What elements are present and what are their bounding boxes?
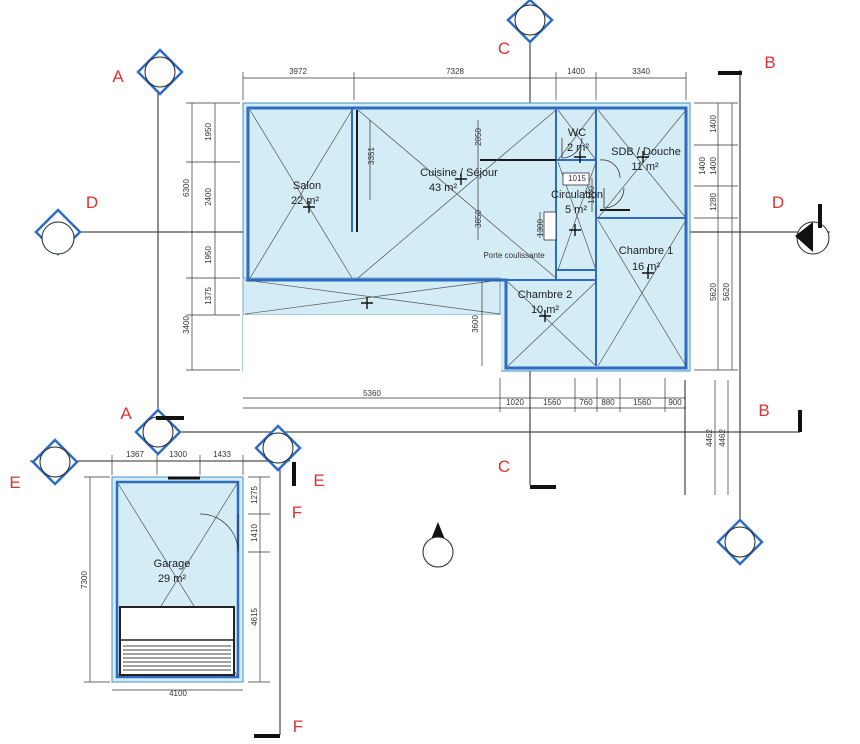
- room-sdb-area: 11 m²: [631, 161, 659, 173]
- dim-bottom-5: 1560: [633, 398, 651, 407]
- room-wc-area: 2 m²: [567, 142, 589, 154]
- dim-garage-right-3: 4615: [250, 608, 259, 626]
- dim-right-2: 1400: [709, 157, 718, 175]
- dim-top-2: 7328: [446, 67, 464, 76]
- garage-labels: Garage 29 m²: [154, 558, 191, 585]
- room-sdb-name: SDB / Douche: [611, 146, 681, 158]
- section-marker-b-bottom[interactable]: [716, 518, 764, 566]
- section-markers: [31, 0, 830, 568]
- dim-bottom-2: 1560: [543, 398, 561, 407]
- grid-label-b-top: B: [764, 53, 775, 72]
- dim-bottom-3: 760: [579, 398, 593, 407]
- dim-top-4: 3340: [632, 67, 650, 76]
- dim-bottom-4: 880: [601, 398, 615, 407]
- room-chambre2-area: 10 m²: [531, 304, 559, 316]
- grid-labels: A A B B C C D D E E F F: [9, 39, 784, 736]
- grid-label-e-left: E: [9, 473, 20, 492]
- porte-coulissante-note: Porte coulissante: [483, 251, 545, 260]
- room-garage-name: Garage: [154, 558, 191, 570]
- dim-left-upper-3: 1950: [204, 246, 213, 264]
- dim-inner-6: 1300: [536, 219, 545, 237]
- dim-inner-4: 1015: [568, 174, 586, 183]
- section-marker-c-top[interactable]: [506, 0, 554, 44]
- section-line-ends: [156, 71, 822, 738]
- room-circulation-area: 5 m²: [565, 204, 587, 216]
- section-marker-a-top[interactable]: [136, 48, 184, 96]
- dim-inner-3: 3850: [474, 210, 483, 228]
- dim-garage-top-2: 1300: [169, 450, 187, 459]
- dimension-labels: 3972 7328 1400 3340 5360 1020 1560 760 8…: [80, 67, 731, 698]
- room-wc-name: WC: [568, 127, 586, 139]
- dim-garage-bottom: 4100: [169, 689, 187, 698]
- dim-bottom-1: 1020: [506, 398, 524, 407]
- dim-bottom-6: 900: [668, 398, 682, 407]
- room-garage-area: 29 m²: [158, 573, 186, 585]
- dim-right-3: 1280: [709, 193, 718, 211]
- section-marker-a-bottom[interactable]: [134, 408, 182, 456]
- dim-left-upper-1: 1950: [204, 123, 213, 141]
- dim-garage-top-3: 1433: [213, 450, 231, 459]
- dim-inner-7: 3600: [471, 315, 480, 333]
- dim-left-upper-2: 2400: [204, 188, 213, 206]
- dim-garage-right-2: 1410: [250, 524, 259, 542]
- house-main: [242, 102, 691, 373]
- dim-right-bottom-1: 4462: [705, 429, 714, 447]
- dim-left-lower: 1375: [204, 287, 213, 305]
- dim-right-1: 1400: [709, 115, 718, 133]
- section-marker-e-right[interactable]: [254, 424, 302, 472]
- dimension-lines: [84, 72, 738, 691]
- dim-garage-right-1: 1275: [250, 486, 259, 504]
- room-chambre1-area: 16 m²: [632, 261, 660, 273]
- section-marker-d-right[interactable]: [795, 221, 830, 255]
- grid-label-d-left: D: [86, 193, 98, 212]
- dim-left-total-lower: 3400: [182, 316, 191, 334]
- room-salon-name: Salon: [293, 180, 321, 192]
- grid-label-d-right: D: [772, 193, 784, 212]
- north-marker[interactable]: [422, 522, 454, 568]
- dim-right-5: 5620: [722, 283, 731, 301]
- room-cuisine-area: 43 m²: [429, 182, 457, 194]
- dim-top-3: 1400: [567, 67, 585, 76]
- grid-label-c-top: C: [498, 39, 510, 58]
- grid-label-f-bottom: F: [293, 717, 303, 736]
- room-chambre2-name: Chambre 2: [518, 289, 572, 301]
- dim-top-1: 3972: [289, 67, 307, 76]
- grid-label-c-bottom: C: [498, 457, 510, 476]
- dim-right-bottom-2: 4462: [718, 429, 727, 447]
- grid-label-b-bottom: B: [758, 401, 769, 420]
- dim-inner-2: 2050: [474, 128, 483, 146]
- section-marker-e-left[interactable]: [31, 438, 79, 486]
- section-marker-d-left[interactable]: [34, 208, 82, 256]
- grid-label-a-bottom: A: [120, 404, 132, 423]
- room-labels: Salon 22 m² Cuisine / Séjour 43 m² WC 2 …: [291, 127, 681, 316]
- room-salon-area: 22 m²: [291, 195, 319, 207]
- grid-label-a-top: A: [112, 67, 124, 86]
- dim-bottom-total: 5360: [363, 389, 381, 398]
- dim-inner-5: 1360: [587, 186, 596, 204]
- room-chambre1-name: Chambre 1: [619, 245, 673, 257]
- dim-garage-left: 7300: [80, 571, 89, 589]
- dim-left-total-upper: 6300: [182, 179, 191, 197]
- dim-right-6: 1400: [698, 157, 707, 175]
- grid-label-e-right: E: [313, 471, 324, 490]
- garage: [111, 476, 244, 683]
- dim-right-4: 5620: [709, 283, 718, 301]
- grid-label-f-top: F: [292, 503, 302, 522]
- room-cuisine-name: Cuisine / Séjour: [420, 167, 498, 179]
- room-circulation-name: Circulation: [551, 189, 603, 201]
- dim-garage-top-1: 1367: [126, 450, 144, 459]
- dim-inner-1: 3351: [367, 147, 376, 165]
